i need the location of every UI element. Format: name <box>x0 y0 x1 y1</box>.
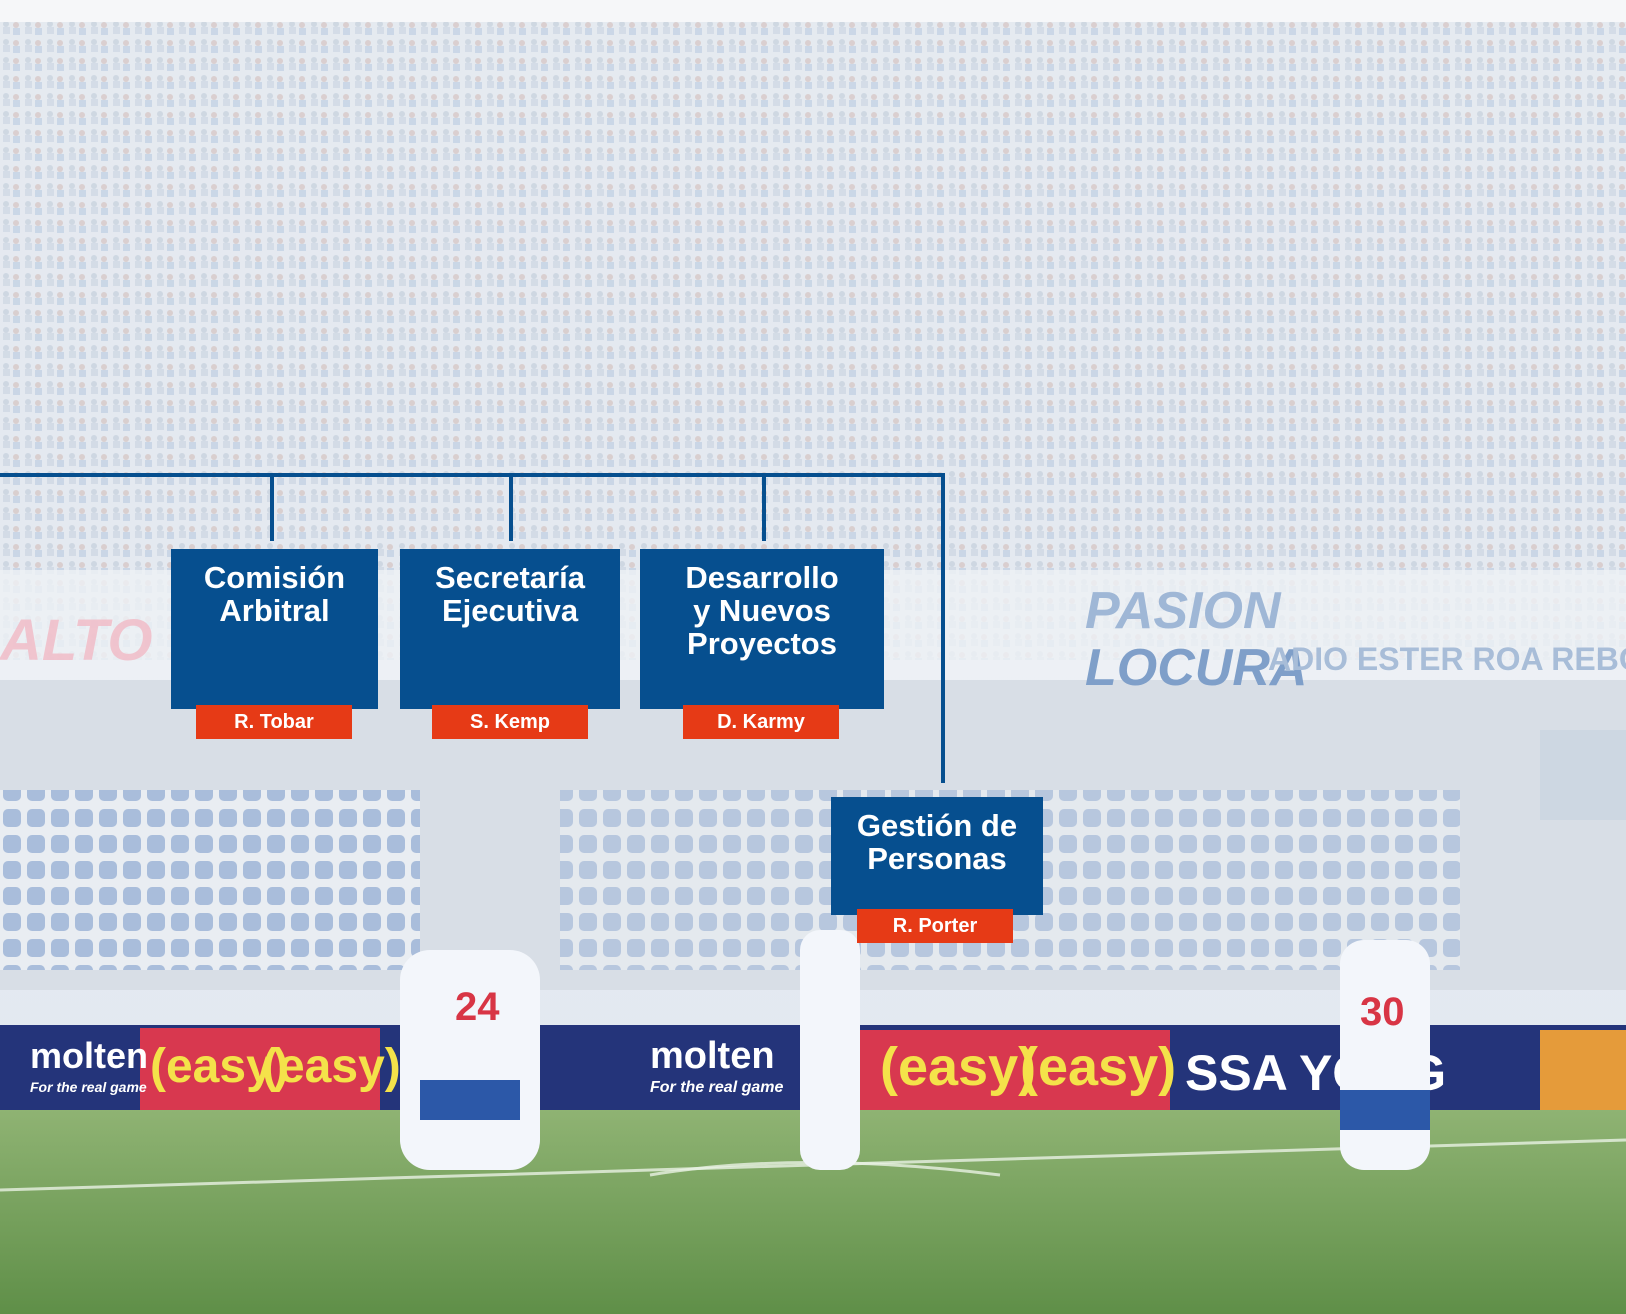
banner-locura: LOCURA <box>1085 639 1307 697</box>
players-group: 24 30 <box>400 930 1430 1170</box>
org-node-gestion-de-personas: Gestión de Personas <box>831 797 1043 915</box>
org-node-comision-arbitral: Comisión Arbitral <box>171 549 378 709</box>
sponsor-molten-left: molten <box>30 1035 148 1076</box>
person-tag-r-porter: R. Porter <box>857 909 1013 943</box>
org-node-title-line: Personas <box>867 841 1007 876</box>
org-node-title-line: Ejecutiva <box>441 593 579 628</box>
banner-pasion: PASION <box>1085 582 1282 640</box>
org-node-title-line: Gestión de <box>856 808 1018 843</box>
org-node-title-line: Desarrollo <box>685 560 839 595</box>
sponsor-easy-4: (easy) <box>1020 1037 1176 1097</box>
org-node-desarrollo-nuevos-proyectos: Desarrollo y Nuevos Proyectos <box>640 549 884 709</box>
org-node-title-line: Proyectos <box>687 626 837 661</box>
jersey-24: 24 <box>455 985 500 1029</box>
sponsor-easy-3: (easy) <box>880 1037 1036 1097</box>
sponsor-molten-center: molten <box>650 1035 775 1077</box>
org-node-secretaria-ejecutiva: Secretaría Ejecutiva <box>400 549 620 709</box>
sponsor-easy-2: (easy) <box>262 1040 401 1093</box>
banner-estadio: ADIO ESTER ROA REBOLL <box>1268 641 1626 677</box>
org-node-title-line: Secretaría <box>435 560 585 595</box>
sponsor-molten-sub-left: For the real game <box>30 1079 147 1095</box>
sponsor-easy-1: (easy) <box>150 1040 289 1093</box>
jersey-30: 30 <box>1360 990 1405 1034</box>
org-node-title-line: y Nuevos <box>693 593 831 628</box>
org-node-title-line: Comisión <box>203 560 346 595</box>
person-tag-s-kemp: S. Kemp <box>432 705 588 739</box>
person-tag-d-karmy: D. Karmy <box>683 705 839 739</box>
person-tag-r-tobar: R. Tobar <box>196 705 352 739</box>
sponsor-molten-sub-center: For the real game <box>650 1079 783 1096</box>
org-node-title-line: Arbitral <box>219 593 330 628</box>
connector-lines <box>0 473 945 783</box>
banner-alto: ALTO <box>0 608 153 673</box>
